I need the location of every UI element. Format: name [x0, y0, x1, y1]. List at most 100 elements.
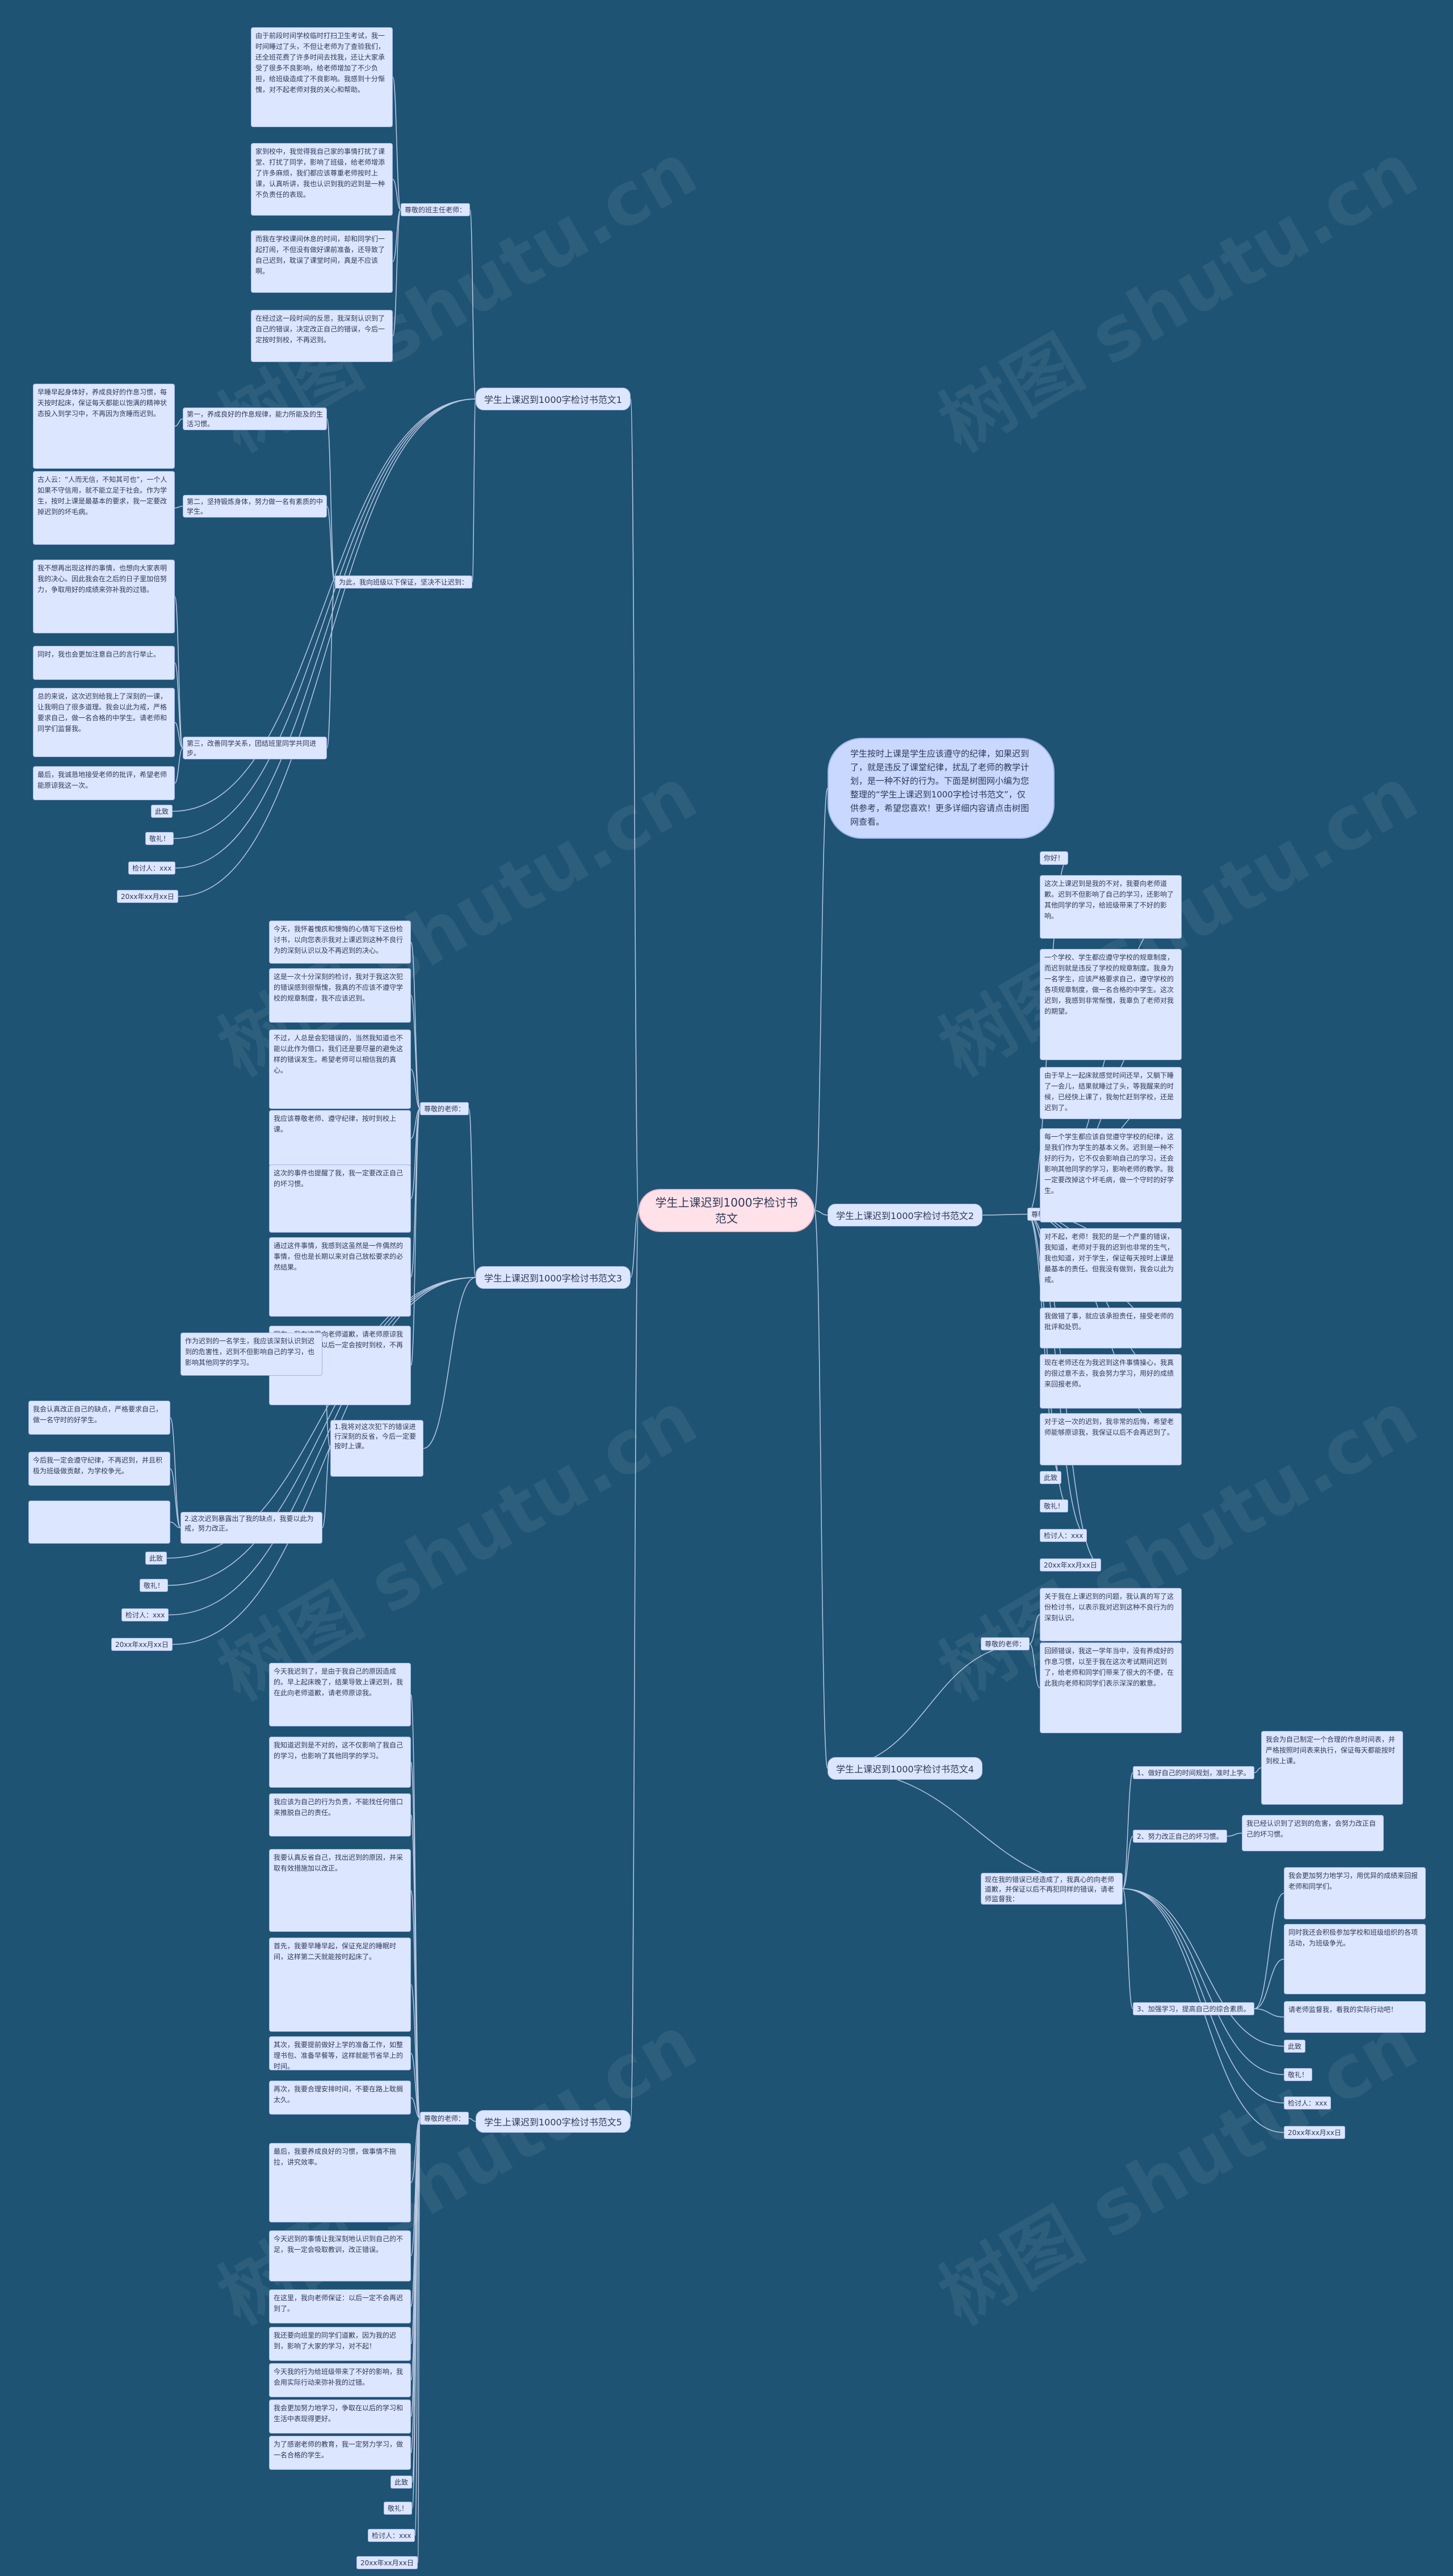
connector-line: [469, 209, 476, 400]
branch-3-closing[interactable]: 此致: [145, 1552, 167, 1565]
branch-1-paragraph[interactable]: 总的来说，这次迟到给我上了深刻的一课，让我明白了很多道理。我会以此为戒，严格要求…: [33, 688, 175, 757]
branch-5-paragraph[interactable]: 首先，我要早睡早起，保证充足的睡眠时间，这样第二天就能按时起床了。: [269, 1938, 411, 2032]
branch-4-pledge-item[interactable]: 1、做好自己的时间规划，准时上学。: [1133, 1766, 1254, 1779]
branch-5-closing[interactable]: 敬礼！: [384, 2502, 413, 2515]
branch-5-paragraph[interactable]: 今天我的行为给班级带来了不好的影响，我会用实际行动来弥补我的过错。: [269, 2363, 411, 2397]
branch-2-paragraph[interactable]: 你好！: [1040, 851, 1068, 865]
branch-5-paragraph[interactable]: 最后，我要养成良好的习惯，做事情不拖拉，讲究效率。: [269, 2143, 411, 2222]
branch-4-paragraph[interactable]: 关于我在上课迟到的问题，我认真的写了这份检讨书，以表示我对迟到这种不良行为的深刻…: [1040, 1588, 1182, 1641]
branch-4-closing[interactable]: 此致: [1284, 2040, 1306, 2053]
branch-4-pledge-item[interactable]: 3、加强学习，提高自己的综合素质。: [1133, 2002, 1254, 2015]
branch-3-salutation[interactable]: 尊敬的老师：: [420, 1102, 469, 1115]
branch-1-pledge-item[interactable]: 第二，坚持锻炼身体，努力做一名有素质的中学生。: [183, 495, 327, 518]
branch-1-paragraph[interactable]: 早睡早起身体好，养成良好的作息习惯，每天按时起床，保证每天都能以饱满的精神状态投…: [33, 384, 175, 469]
branch-5-title[interactable]: 学生上课迟到1000字检讨书范文5: [476, 2110, 631, 2133]
branch-1-title[interactable]: 学生上课迟到1000字检讨书范文1: [476, 388, 631, 410]
connector-line: [410, 1069, 421, 1110]
branch-2-closing[interactable]: 检讨人：xxx: [1040, 1529, 1087, 1542]
branch-3-paragraph[interactable]: 我应该尊敬老师、遵守纪律，按时到校上课。: [269, 1110, 411, 1167]
branch-5-closing[interactable]: 20xx年xx月xx日: [356, 2556, 418, 2569]
branch-5-paragraph[interactable]: 今天我迟到了，是由于我自己的原因造成的。早上起床晚了，结果导致上课迟到，我在此向…: [269, 1663, 411, 1726]
branch-1-closing[interactable]: 此致: [151, 805, 173, 818]
branch-1-salutation[interactable]: 尊敬的班主任老师：: [401, 203, 471, 216]
branch-2-title[interactable]: 学生上课迟到1000字检讨书范文2: [828, 1204, 982, 1226]
branch-1-paragraph[interactable]: 家到校中，我觉得我自己家的事情打扰了课堂、打扰了同学，影响了班级，给老师增添了许…: [251, 143, 393, 216]
branch-2-paragraph[interactable]: 对于这一次的迟到，我非常的后悔，希望老师能够原谅我，我保证以后不会再迟到了。: [1040, 1413, 1182, 1465]
branch-4-salutation[interactable]: 尊敬的老师：: [981, 1637, 1030, 1650]
branch-5-paragraph[interactable]: 为了感谢老师的教育，我一定努力学习，做一名合格的学生。: [269, 2436, 411, 2470]
branch-5-paragraph[interactable]: 我要认真反省自己，找出迟到的原因，并采取有效措施加以改正。: [269, 1849, 411, 1932]
branch-1-closing[interactable]: 检讨人：xxx: [128, 862, 176, 875]
branch-4-paragraph[interactable]: 我会更加努力地学习，用优异的成绩来回报老师和同学们。: [1284, 1867, 1426, 1919]
branch-4-paragraph[interactable]: 请老师监督我，看我的实际行动吧！: [1284, 2001, 1426, 2033]
branch-2-closing[interactable]: 20xx年xx月xx日: [1040, 1558, 1101, 1571]
branch-5-paragraph[interactable]: 再次，我要合理安排时间，不要在路上耽搁太久。: [269, 2081, 411, 2115]
branch-1-paragraph[interactable]: 同时，我也会更加注意自己的言行举止。: [33, 646, 175, 680]
branch-4-title[interactable]: 学生上课迟到1000字检讨书范文4: [828, 1757, 982, 1780]
branch-1-closing[interactable]: 20xx年xx月xx日: [117, 890, 178, 903]
branch-2-paragraph[interactable]: 每一个学生都应该自觉遵守学校的纪律，这是我们作为学生的基本义务。迟到是一种不好的…: [1040, 1128, 1182, 1222]
branch-3-point[interactable]: 2.这次迟到暴露出了我的缺点，我要以此为戒，努力改正。: [180, 1512, 322, 1544]
branch-2-paragraph[interactable]: 这次上课迟到是我的不对，我要向老师道歉。迟到不但影响了自己的学习，还影响了其他同…: [1040, 875, 1182, 939]
branch-3-paragraph[interactable]: 今后我一定会遵守纪律，不再迟到，并且积极为班级做贡献，为学校争光。: [28, 1452, 170, 1486]
branch-1-pledge-item[interactable]: 第一，养成良好的作息规律，能力所能及的生活习惯。: [183, 407, 327, 430]
branch-4-paragraph[interactable]: 我会为自己制定一个合理的作息时间表，并严格按照时间表来执行，保证每天都能按时到校…: [1261, 1731, 1403, 1805]
branch-3-title[interactable]: 学生上课迟到1000字检讨书范文3: [476, 1266, 631, 1289]
branch-1-pledge[interactable]: 为此，我向班级以下保证，坚决不让迟到：: [335, 575, 473, 589]
branch-2-paragraph[interactable]: 我做错了事，就应该承担责任，接受老师的批评和处罚。: [1040, 1308, 1182, 1348]
branch-2-closing[interactable]: 敬礼！: [1040, 1499, 1069, 1512]
branch-4-paragraph[interactable]: 回顾错误，我这一学年当中，没有养成好的作息习惯，以至于我在这次考试期间迟到了，给…: [1040, 1642, 1182, 1733]
branch-4-pledge[interactable]: 现在我的错误已经造成了，我真心的向老师道歉，并保证以后不再犯同样的错误，请老师监…: [981, 1873, 1123, 1905]
branch-1-paragraph[interactable]: 在经过这一段时间的反思，我深刻认识到了自己的错误，决定改正自己的错误，今后一定按…: [251, 310, 393, 362]
branch-3-closing[interactable]: 敬礼！: [140, 1579, 169, 1592]
intro-summary[interactable]: 学生按时上课是学生应该遵守的纪律，如果迟到了，就是违反了课堂纪律，扰乱了老师的教…: [828, 738, 1055, 839]
branch-2-paragraph[interactable]: 由于早上一起床就感觉时间还早，又躺下睡了一会儿，结果就睡过了头，等我醒来的时候，…: [1040, 1067, 1182, 1119]
branch-4-closing[interactable]: 20xx年xx月xx日: [1284, 2126, 1345, 2139]
branch-3-paragraph[interactable]: [28, 1501, 170, 1544]
connector-line: [1254, 2008, 1284, 2018]
branch-1-paragraph[interactable]: 我不想再出现这样的事情，也想向大家表明我的决心。因此我会在之后的日子里加倍努力，…: [33, 560, 175, 633]
branch-2-closing[interactable]: 此致: [1040, 1471, 1062, 1484]
branch-5-paragraph[interactable]: 我知道迟到是不对的，这不仅影响了我自己的学习，也影响了其他同学的学习。: [269, 1737, 411, 1788]
connector-line: [1227, 1833, 1242, 1837]
branch-1-closing[interactable]: 敬礼！: [145, 832, 174, 845]
branch-1-paragraph[interactable]: 由于前段时间学校临时打扫卫生考试，我一时间睡过了头，不但让老师为了查验我们，还全…: [251, 27, 393, 127]
branch-3-closing[interactable]: 20xx年xx月xx日: [111, 1638, 173, 1651]
branch-3-paragraph[interactable]: 这是一次十分深刻的检讨，我对于我这次犯的错误感到很惭愧，我真的不应该不遵守学校的…: [269, 968, 411, 1023]
branch-2-paragraph[interactable]: 一个学校、学生都应遵守学校的规章制度，而迟到就是违反了学校的规章制度。我身为一名…: [1040, 949, 1182, 1060]
branch-5-closing[interactable]: 检讨人：xxx: [368, 2529, 415, 2542]
branch-1-paragraph[interactable]: 古人云：“人而无信，不知其可也”，一个人如果不守信用，就不能立足于社会。作为学生…: [33, 471, 175, 545]
branch-1-pledge-item[interactable]: 第三，改善同学关系，团结班里同学共同进步。: [183, 737, 327, 759]
branch-5-paragraph[interactable]: 在这里，我向老师保证：以后一定不会再迟到了。: [269, 2289, 411, 2323]
branch-3-paragraph[interactable]: 今天，我怀着愧疚和懊悔的心情写下这份检讨书，以向您表示我对上课迟到这种不良行为的…: [269, 921, 411, 964]
branch-1-paragraph[interactable]: 而我在学校课间休息的时间，却和同学们一起打闹，不但没有做好课前准备，还导致了自己…: [251, 230, 393, 293]
branch-4-closing[interactable]: 敬礼！: [1284, 2068, 1313, 2081]
mindmap-root-title[interactable]: 学生上课迟到1000字检讨书范文: [639, 1189, 814, 1232]
branch-4-paragraph[interactable]: 同时我还会积极参加学校和班级组织的各项活动，为班级争光。: [1284, 1924, 1426, 1994]
branch-2-paragraph[interactable]: 现在老师还在为我迟到这件事情操心，我真的很过意不去，我会努力学习，用好的成绩来回…: [1040, 1354, 1182, 1409]
connector-line: [174, 506, 183, 509]
branch-3-paragraph[interactable]: 不过，人总是会犯错误的，当然我知道也不能以此作为借口，我们还是要尽量的避免这样的…: [269, 1029, 411, 1109]
branch-5-closing[interactable]: 此致: [390, 2476, 413, 2489]
branch-1-paragraph[interactable]: 最后，我诚恳地接受老师的批评，希望老师能原谅我这一次。: [33, 766, 175, 800]
branch-5-paragraph[interactable]: 今天迟到的事情让我深刻地认识到自己的不足，我一定会吸取教训，改正错误。: [269, 2230, 411, 2281]
connector-line: [827, 1768, 1123, 1889]
branch-3-paragraph[interactable]: 通过这件事情，我感到这虽然是一件偶然的事情，但也是长期以来对自己放松要求的必然结…: [269, 1237, 411, 1317]
branch-5-salutation[interactable]: 尊敬的老师：: [420, 2112, 469, 2125]
branch-4-closing[interactable]: 检讨人：xxx: [1284, 2096, 1332, 2109]
branch-5-paragraph[interactable]: 我还要向班里的同学们道歉，因为我的迟到，影响了大家的学习，对不起！: [269, 2327, 411, 2361]
branch-3-paragraph[interactable]: 作为迟到的一名学生，我应该深刻认识到迟到的危害性，迟到不但影响自己的学习，也影响…: [180, 1333, 322, 1376]
branch-5-paragraph[interactable]: 其次，我要提前做好上学的准备工作，如整理书包、准备早餐等，这样就能节省早上的时间…: [269, 2036, 411, 2070]
branch-2-paragraph[interactable]: 对不起，老师！我犯的是一个严重的错误，我知道，老师对于我的迟到也非常的生气，我也…: [1040, 1228, 1182, 1302]
branch-4-pledge-item[interactable]: 2、努力改正自己的坏习惯。: [1133, 1830, 1227, 1843]
branch-3-closing[interactable]: 检讨人：xxx: [121, 1608, 169, 1621]
branch-3-paragraph[interactable]: 这次的事件也提醒了我，我一定要改正自己的坏习惯。: [269, 1165, 411, 1233]
branch-4-paragraph[interactable]: 我已经认识到了迟到的危害，会努力改正自己的坏习惯。: [1242, 1815, 1384, 1851]
branch-3-point[interactable]: 1.我将对这次犯下的错误进行深刻的反省，今后一定要按时上课。: [330, 1420, 423, 1477]
branch-5-paragraph[interactable]: 我应该为自己的行为负责，不能找任何借口来推脱自己的责任。: [269, 1793, 411, 1837]
branch-5-paragraph[interactable]: 我会更加努力地学习，争取在以后的学习和生活中表现得更好。: [269, 2399, 411, 2434]
branch-3-paragraph[interactable]: 我会认真改正自己的缺点，严格要求自己，做一名守时的好学生。: [28, 1401, 170, 1435]
connector-line: [630, 1210, 639, 1278]
connector-line: [1029, 1614, 1040, 1645]
